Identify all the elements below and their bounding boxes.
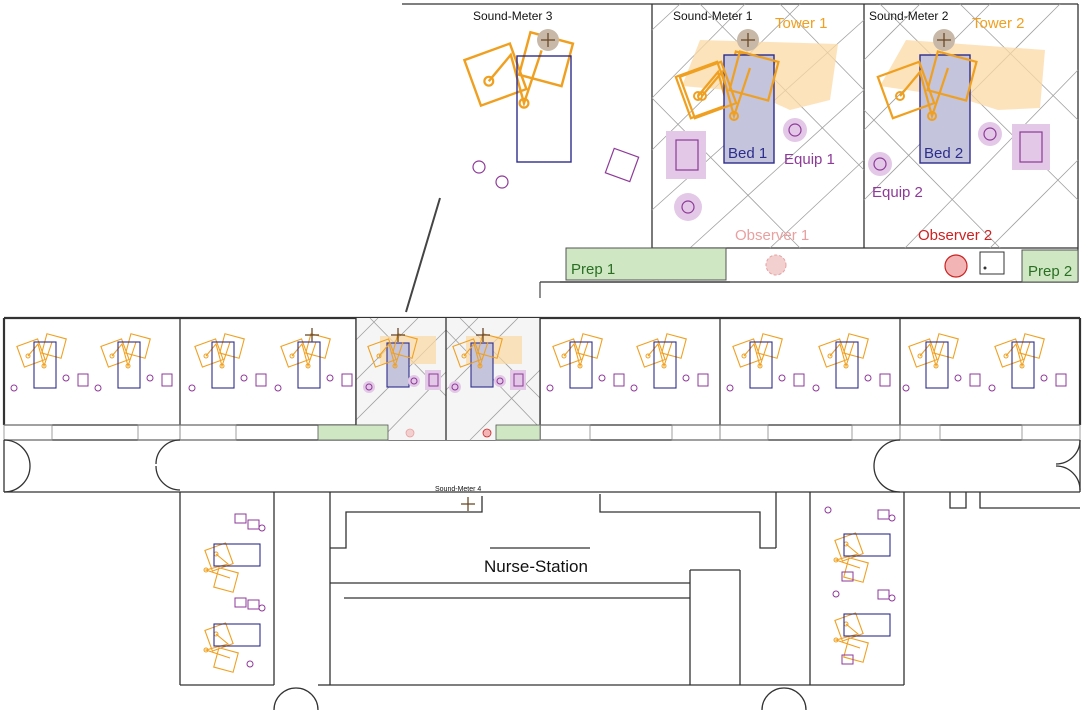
bed-1-label: Bed 1 (728, 145, 767, 162)
observer-1-marker (765, 254, 787, 276)
equip-1b-circle (681, 200, 695, 214)
observer-2-label: Observer 2 (918, 227, 992, 244)
sound-meter-3-label: Sound-Meter 3 (473, 9, 553, 23)
equip-3b (495, 175, 509, 189)
observer-2-marker (944, 254, 968, 278)
prep-2-label: Prep 2 (1028, 263, 1072, 280)
room-1: Bed 1 Sound-Meter 1 Tower 1 Equip 1 Obse… (565, 9, 838, 281)
tower-1-label: Tower 1 (775, 15, 828, 32)
equip-2b-circle (873, 157, 887, 171)
sound-meter-4: Sound-Meter 4 (435, 486, 481, 512)
right-double-door (873, 439, 1081, 493)
prep-1-label: Prep 1 (571, 261, 615, 278)
sound-meter-4-label: Sound-Meter 4 (435, 486, 481, 493)
room-sinks (3, 424, 1081, 441)
equip-2b-halo (868, 152, 892, 176)
main-floor-plan: Nurse-Station Sound-Meter 4 (2, 316, 1082, 711)
zoom-inset: Sound-Meter 3 Bed 1 Sound-Meter 1 Tower … (402, 3, 1079, 313)
equip-2-circle (983, 127, 997, 141)
mini-room-2 (449, 327, 541, 441)
bottom-doors (273, 687, 807, 711)
equip-2-halo (978, 122, 1002, 146)
prep-2-sink (979, 251, 1005, 275)
equip-1-label: Equip 1 (784, 151, 835, 168)
inset-bay-3 (463, 31, 640, 189)
sound-meter-2-label: Sound-Meter 2 (869, 9, 949, 23)
bed-3 (516, 55, 572, 163)
observer-1-label: Observer 1 (735, 227, 809, 244)
nurse-station-area: Nurse-Station (318, 492, 810, 686)
mini-room-1 (317, 327, 441, 441)
right-side-room (824, 506, 895, 665)
equip-2-box (1019, 131, 1043, 163)
equip-1-halo (783, 118, 807, 142)
prep-1-counter (565, 247, 727, 281)
sound-meter-3: Sound-Meter 3 (473, 9, 559, 51)
bed-2 (919, 54, 971, 164)
prep-2-counter (1021, 249, 1079, 283)
equip-1-circle (788, 123, 802, 137)
equip-3a (472, 160, 486, 174)
sound-meter-1-label: Sound-Meter 1 (673, 9, 753, 23)
nurse-station-label: Nurse-Station (484, 557, 588, 576)
bed-2-label: Bed 2 (924, 145, 963, 162)
equip-3c (604, 147, 640, 183)
tower-2-label: Tower 2 (972, 15, 1025, 32)
left-side-room (204, 513, 265, 672)
equip-1b-halo (674, 193, 702, 221)
equip-1-box (675, 139, 699, 171)
left-double-door (3, 439, 181, 493)
room-2: Bed 2 Sound-Meter 2 Tower 2 Equip 2 Obse… (868, 9, 1079, 283)
equip-2-box-halo (1012, 124, 1050, 170)
equip-2-label: Equip 2 (872, 184, 923, 201)
callout-line-left (405, 197, 441, 313)
equip-1-box-halo (666, 131, 706, 179)
